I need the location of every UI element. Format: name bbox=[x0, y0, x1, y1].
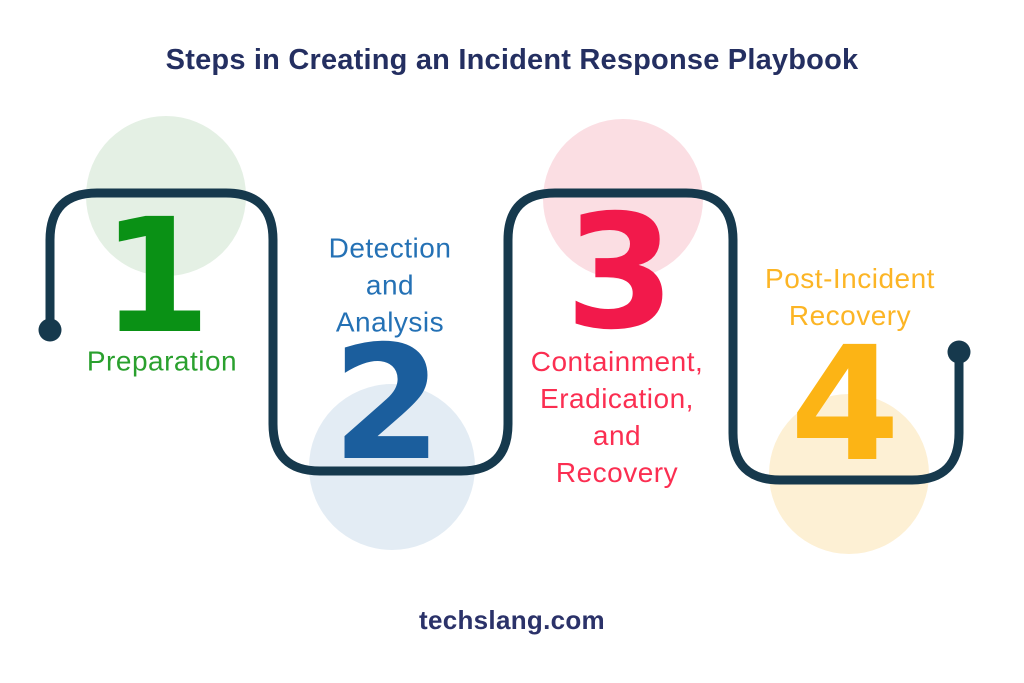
end-dot bbox=[947, 340, 971, 364]
brand-footer-text: techslang.com bbox=[419, 605, 605, 635]
step-1-label: Preparation bbox=[86, 345, 238, 377]
step-2-label: Detection and Analysis bbox=[328, 232, 452, 338]
step-3-label: Containment, Eradication, and Recovery bbox=[530, 346, 704, 488]
page-title: Steps in Creating an Incident Response P… bbox=[165, 44, 859, 76]
step-4-number: 4 bbox=[790, 313, 900, 497]
step-2-number: 2 bbox=[332, 312, 442, 496]
step-1-number: 1 bbox=[101, 185, 211, 369]
start-dot bbox=[38, 318, 62, 342]
step-3-number: 3 bbox=[565, 181, 675, 365]
step-4-label: Post-Incident Recovery bbox=[765, 263, 935, 331]
